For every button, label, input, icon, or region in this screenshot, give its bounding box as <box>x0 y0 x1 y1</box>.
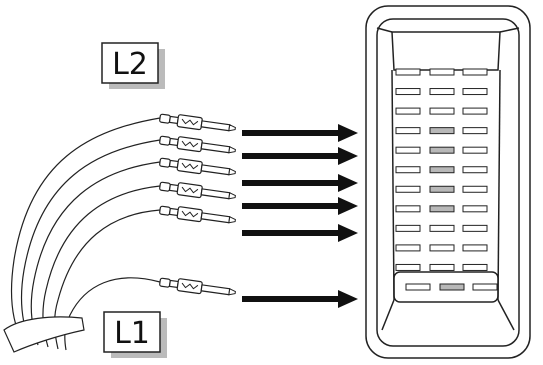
connector-slot <box>429 205 455 213</box>
terminal-pin <box>159 205 236 224</box>
connector-slot <box>395 205 421 213</box>
connector-slot <box>395 166 421 174</box>
connector-housing <box>365 5 531 359</box>
connector-slot <box>429 244 455 252</box>
connector-slot <box>395 127 421 135</box>
label-l1-box: L1 <box>103 311 167 358</box>
wire-bundle <box>10 117 161 351</box>
connector-slot <box>462 127 488 135</box>
connector-slot <box>462 205 488 213</box>
terminal-pin <box>159 157 236 176</box>
connector-slot <box>429 185 455 193</box>
connector-slot <box>429 88 455 96</box>
connector-slot <box>395 263 421 271</box>
connector-slot <box>439 283 465 291</box>
terminal-pin <box>159 135 236 154</box>
connector-slot <box>429 166 455 174</box>
label-l2-box: L2 <box>101 42 165 89</box>
connector-slot <box>462 68 488 76</box>
connector-slot <box>429 68 455 76</box>
insertion-arrow <box>242 124 358 142</box>
connector-slot <box>395 107 421 115</box>
insertion-arrow <box>242 224 358 242</box>
label-l2: L2 <box>112 47 148 82</box>
connector-slot <box>462 185 488 193</box>
insertion-arrow <box>242 290 358 308</box>
connector-slot <box>462 244 488 252</box>
label-l1: L1 <box>114 316 150 351</box>
connector-slot <box>429 224 455 232</box>
connector-slot <box>462 88 488 96</box>
terminal-pin <box>159 181 236 200</box>
insertion-arrow <box>242 147 358 165</box>
connector-slot <box>462 107 488 115</box>
connector-slot <box>472 283 498 291</box>
terminal-pin <box>159 113 236 132</box>
insertion-arrow <box>242 174 358 192</box>
connector-slot <box>429 127 455 135</box>
insertion-arrow <box>242 197 358 215</box>
wire-bundle-wrap <box>3 316 85 353</box>
connector-slot <box>395 244 421 252</box>
connector-slot <box>429 263 455 271</box>
connector-slot <box>429 107 455 115</box>
connector-slot <box>395 146 421 154</box>
connector-slot <box>462 263 488 271</box>
terminal-pin <box>159 277 236 296</box>
connector-slot <box>395 224 421 232</box>
connector-slot <box>462 224 488 232</box>
connector-slot <box>395 88 421 96</box>
connector-slot <box>395 68 421 76</box>
connector-slot <box>462 146 488 154</box>
connector-slot <box>405 283 431 291</box>
connector-slot <box>462 166 488 174</box>
connector-slot <box>429 146 455 154</box>
connector-slot <box>395 185 421 193</box>
